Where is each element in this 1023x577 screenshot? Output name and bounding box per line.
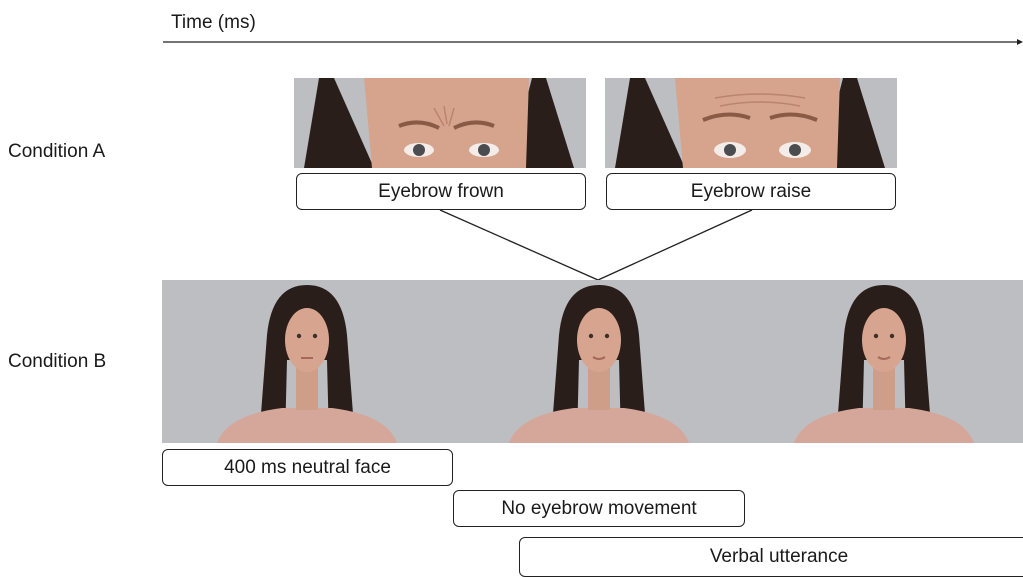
timeline-arrowhead xyxy=(1017,39,1023,45)
verbal-utterance-box: Verbal utterance xyxy=(519,537,1023,577)
eyebrow-raise-image xyxy=(605,78,897,168)
avatar-strip xyxy=(162,280,1023,443)
connector-raise xyxy=(598,210,752,280)
condition-a-label: Condition A xyxy=(8,141,105,163)
eyebrow-frown-box: Eyebrow frown xyxy=(296,173,586,210)
connector-frown xyxy=(440,210,598,280)
no-eyebrow-movement-box: No eyebrow movement xyxy=(453,490,745,527)
eyebrow-frown-image xyxy=(294,78,586,168)
eyebrow-raise-box: Eyebrow raise xyxy=(606,173,896,210)
neutral-face-box: 400 ms neutral face xyxy=(162,449,453,486)
condition-b-label: Condition B xyxy=(8,351,106,373)
